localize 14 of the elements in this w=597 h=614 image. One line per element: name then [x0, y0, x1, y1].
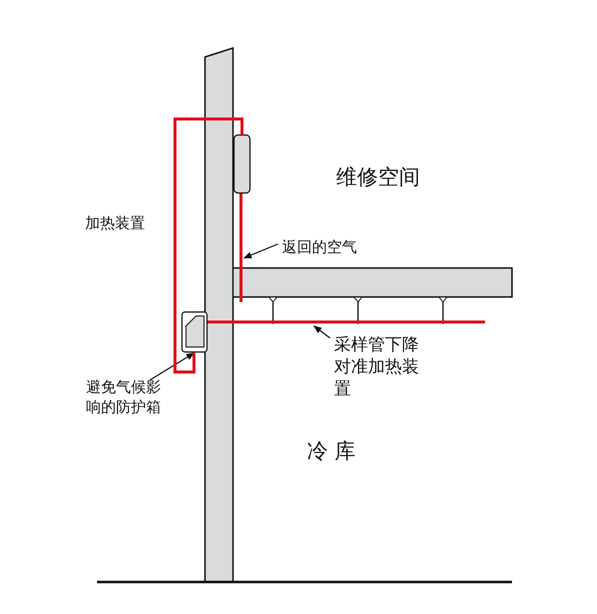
- room-label: 维修空间: [336, 164, 420, 191]
- leader-line: [243, 243, 278, 259]
- callout-text: 返回的空气: [282, 238, 392, 258]
- detector-unit: [233, 134, 251, 194]
- leader-line: [150, 352, 195, 381]
- annotation-text: 加热装置: [85, 214, 145, 234]
- callout-text: 采样管下降对准加热装置: [334, 334, 424, 400]
- leader-line: [313, 326, 330, 338]
- protective-box: [181, 311, 208, 353]
- callout-text: 避免气候影响的防护箱: [86, 378, 166, 417]
- pipe: [207, 320, 485, 324]
- room-label: 冷 库: [307, 438, 356, 465]
- pipe: [174, 118, 244, 374]
- pipe: [240, 193, 242, 302]
